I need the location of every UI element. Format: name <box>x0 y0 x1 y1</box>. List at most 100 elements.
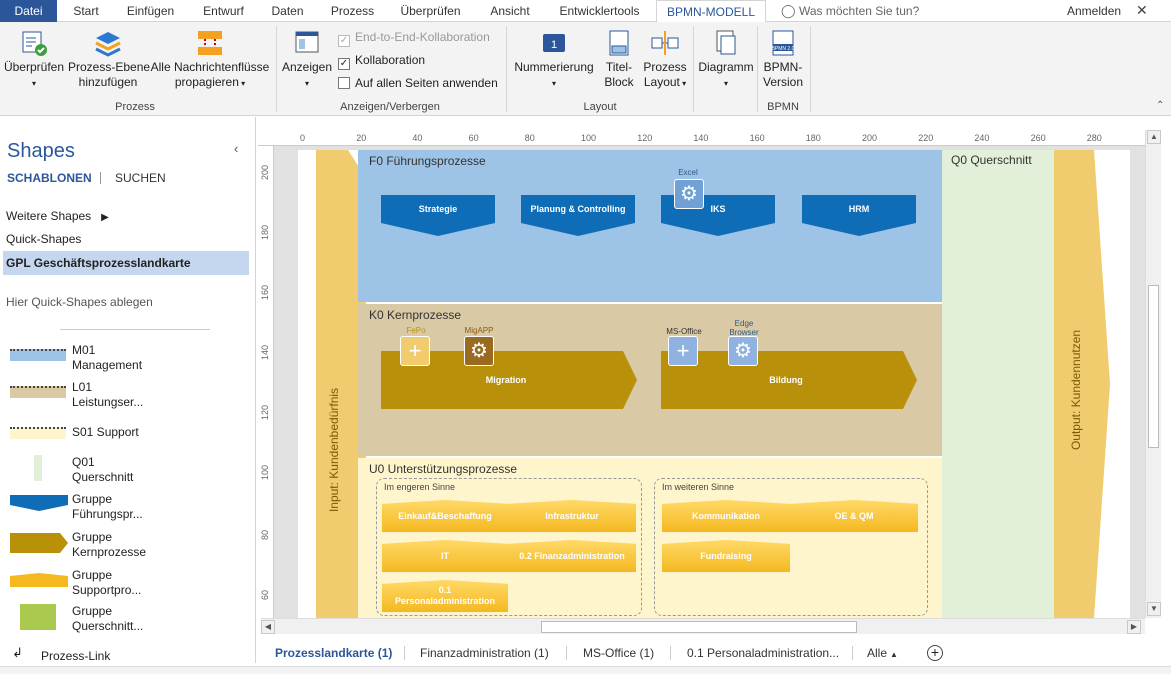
tab-bpmn-modell[interactable]: BPMN-MODELL <box>656 0 766 23</box>
scroll-left-icon[interactable]: ◀ <box>261 620 275 634</box>
page-tab-alle[interactable]: Alle▲ <box>867 646 898 660</box>
scroll-right-icon[interactable]: ▶ <box>1127 620 1141 634</box>
tab-ansicht[interactable]: Ansicht <box>490 4 530 18</box>
quick-shapes[interactable]: Quick-Shapes <box>6 232 82 246</box>
tab-datei[interactable]: Datei <box>0 0 57 22</box>
proc-iks: IKS <box>710 204 726 214</box>
gear-icon[interactable]: ⚙ <box>464 336 494 366</box>
shape-preview <box>10 573 68 587</box>
page-tab-personaladministration[interactable]: 0.1 Personaladministration... <box>687 646 840 660</box>
proc-finanzadministration[interactable]: 0.2 Finanzadministration <box>508 540 636 572</box>
proc-oe-qm[interactable]: OE & QM <box>790 500 918 532</box>
tool-excel-label: Excel <box>678 168 698 177</box>
group-label-layout: Layout <box>583 101 617 113</box>
tab-divider <box>852 646 853 660</box>
page-tab-msoffice[interactable]: MS-Office (1) <box>583 646 655 660</box>
ruler-tick: 160 <box>260 284 270 300</box>
ueberpruefen-button[interactable]: Überprüfen▾ <box>3 28 65 91</box>
tell-me-search[interactable]: Was möchten Sie tun? <box>799 4 920 18</box>
layers-icon <box>95 32 121 57</box>
group-engeren-label: Im engeren Sinne <box>384 482 456 492</box>
proc-planung: Planung & Controlling <box>530 204 626 214</box>
bpmn-version-icon: BPMN 2.0 <box>772 30 795 56</box>
shape-preview <box>10 495 68 511</box>
nummerierung-button[interactable]: 1 Nummerierung▾ <box>511 28 597 91</box>
tab-prozess[interactable]: Prozess <box>330 4 375 18</box>
diagramm-button[interactable]: Diagramm▾ <box>697 28 755 91</box>
tab-suchen[interactable]: SUCHEN <box>115 171 166 185</box>
titel-block-button[interactable]: Titel-Block <box>601 28 637 90</box>
ruler-tick: 20 <box>356 133 367 143</box>
proc-fundraising[interactable]: Fundraising <box>662 540 790 572</box>
tab-entwurf[interactable]: Entwurf <box>203 4 244 18</box>
horizontal-scroll-thumb[interactable] <box>541 621 857 633</box>
proc-bildung-shape[interactable] <box>661 351 917 409</box>
collapse-ribbon-icon[interactable]: ⌃ <box>1156 100 1165 111</box>
proc-planung-shape[interactable] <box>521 195 635 236</box>
tab-ueberpruefen[interactable]: Überprüfen <box>400 4 461 18</box>
vertical-scrollbar[interactable]: ▲ ▼ <box>1145 130 1161 618</box>
chk-alle-seiten[interactable]: Auf allen Seiten anwenden <box>338 76 498 92</box>
drop-hint: Hier Quick-Shapes ablegen <box>6 295 153 309</box>
shape-prozess-link[interactable]: ↲ Prozess-Link <box>12 645 111 663</box>
tab-start[interactable]: Start <box>73 4 99 18</box>
output-label-wrap: Output: Kundennutzen <box>1064 250 1088 530</box>
weitere-shapes[interactable]: Weitere Shapes▶ <box>6 209 109 223</box>
proc-migration-shape[interactable] <box>381 351 637 409</box>
group-label-anzeigen: Anzeigen/Verbergen <box>340 101 440 113</box>
proc-kommunikation[interactable]: Kommunikation <box>662 500 790 532</box>
svg-text:1: 1 <box>551 39 557 51</box>
message-flow-icon <box>198 31 222 55</box>
vertical-scroll-thumb[interactable] <box>1148 285 1159 448</box>
proc-strategie-shape[interactable] <box>381 195 495 236</box>
proc-hrm: HRM <box>848 204 870 214</box>
horizontal-scrollbar[interactable]: ◀ ▶ <box>261 618 1145 634</box>
proc-it[interactable]: IT <box>382 540 508 572</box>
proc-infrastruktur[interactable]: Infrastruktur <box>508 500 636 532</box>
shapes-panel: Shapes ‹ SCHABLONEN SUCHEN Weitere Shape… <box>0 117 256 663</box>
scroll-down-icon[interactable]: ▼ <box>1147 602 1161 616</box>
tab-daten[interactable]: Daten <box>271 4 304 18</box>
anzeigen-button[interactable]: Anzeigen▾ <box>281 28 333 91</box>
tab-schablonen[interactable]: SCHABLONEN <box>7 171 92 185</box>
input-arrow[interactable] <box>316 150 366 618</box>
collapse-panel-icon[interactable]: ‹ <box>234 141 239 156</box>
tab-entwicklertools[interactable]: Entwicklertools <box>559 4 640 18</box>
lane-q0[interactable] <box>942 150 1054 618</box>
proc-hrm-shape[interactable] <box>802 195 916 236</box>
scroll-up-icon[interactable]: ▲ <box>1147 130 1161 144</box>
page-tab-finanzadministration[interactable]: Finanzadministration (1) <box>420 646 549 660</box>
shapes-title: Shapes <box>7 140 75 162</box>
page-tab-prozesslandkarte[interactable]: Prozesslandkarte (1) <box>275 646 393 660</box>
ruler-tick: 240 <box>974 133 990 143</box>
gear-icon[interactable]: ⚙ <box>674 179 704 209</box>
gear-icon[interactable]: ⚙ <box>728 336 758 366</box>
output-arrow[interactable] <box>1054 150 1110 618</box>
plus-icon[interactable]: + <box>668 336 698 366</box>
chk-kollaboration[interactable]: ✓Kollaboration <box>338 53 426 70</box>
shape-s01[interactable]: S01 Support <box>8 425 253 445</box>
add-page-icon[interactable]: + <box>927 645 943 661</box>
plus-icon[interactable]: + <box>400 336 430 366</box>
bpmn-version-button[interactable]: BPMN 2.0 BPMN-Version <box>760 28 806 90</box>
group-weiteren[interactable] <box>654 478 928 616</box>
group-engeren[interactable] <box>376 478 642 616</box>
stencil-gpl[interactable]: GPL Geschäftsprozesslandkarte <box>3 251 249 275</box>
signin-link[interactable]: Anmelden <box>1067 4 1122 18</box>
close-icon[interactable]: ✕ <box>1136 2 1148 18</box>
tab-einfuegen[interactable]: Einfügen <box>126 4 175 18</box>
ruler-tick: 120 <box>637 133 653 143</box>
proc-personaladministration[interactable]: 0.1 Personaladministration <box>382 580 508 612</box>
chk-end-to-end[interactable]: ✓End-to-End-Kollaboration <box>338 30 490 47</box>
proc-einkauf[interactable]: Einkauf&Beschaffung <box>382 500 508 532</box>
